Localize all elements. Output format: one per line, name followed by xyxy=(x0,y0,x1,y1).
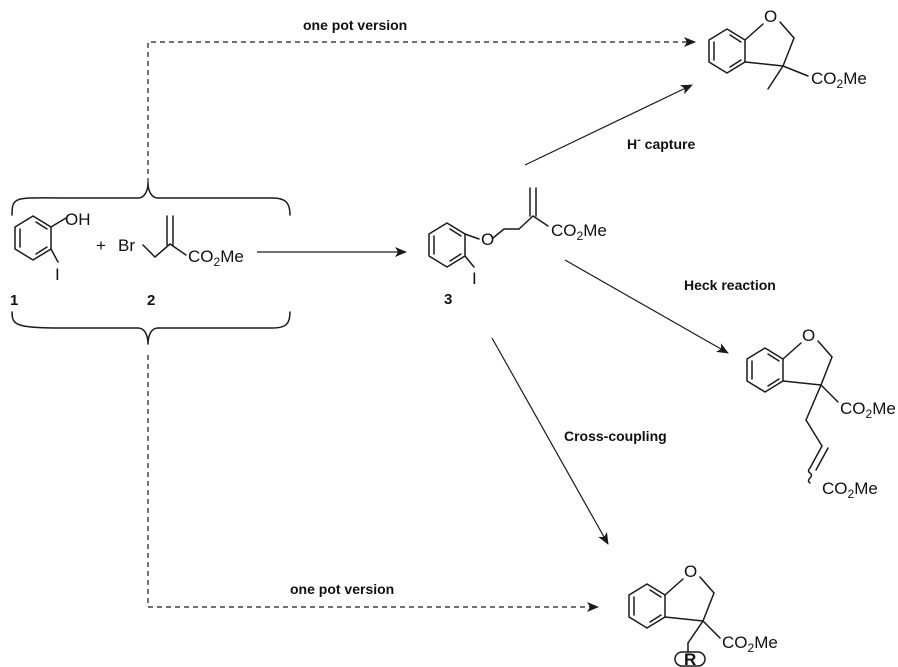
heck-label: Heck reaction xyxy=(684,277,776,293)
bromo-label: Br xyxy=(118,236,135,255)
ester-label-heck-2: CO2Me xyxy=(822,479,878,501)
plus-sign: + xyxy=(96,236,106,255)
h-capture-label: H- capture xyxy=(627,134,695,152)
hydroxyl-label: OH xyxy=(65,210,91,229)
ester-label-3: CO2Me xyxy=(551,221,607,243)
one-pot-arrow-bottom xyxy=(147,355,599,612)
arrow-heck xyxy=(564,259,729,354)
compound-2-structure: Br CO2Me xyxy=(118,215,244,269)
compound-3-structure: O CO2Me I xyxy=(428,187,607,288)
one-pot-label-bottom: one pot version xyxy=(290,581,394,597)
one-pot-label-top: one pot version xyxy=(303,17,407,33)
compound-number-2: 2 xyxy=(147,292,155,309)
ester-label-top: CO2Me xyxy=(811,69,867,91)
furan-oxygen-bottom: O xyxy=(684,562,697,581)
top-brace xyxy=(11,182,291,216)
arrow-h-capture xyxy=(524,84,693,166)
product-heck: O CO2Me CO2Me xyxy=(746,326,896,501)
bottom-brace xyxy=(11,311,291,345)
ester-label-2: CO2Me xyxy=(188,247,244,269)
compound-1-structure: OH I xyxy=(14,210,91,284)
compound-number-1: 1 xyxy=(10,292,18,309)
ether-oxygen-label: O xyxy=(481,230,494,249)
one-pot-arrow-top xyxy=(147,37,696,183)
product-cross-coupling: O CO2Me R xyxy=(628,562,778,667)
r-group-label: R xyxy=(684,650,696,667)
furan-oxygen-heck: O xyxy=(802,326,815,345)
arrow-cross-coupling xyxy=(491,337,609,545)
iodo-label: I xyxy=(55,265,60,284)
iodo-label-3: I xyxy=(472,269,477,288)
r-group-box xyxy=(674,651,706,667)
compound-number-3: 3 xyxy=(444,291,452,308)
product-h-capture: O CO2Me xyxy=(708,7,867,91)
ester-label-bottom: CO2Me xyxy=(722,633,778,655)
furan-oxygen-top: O xyxy=(764,7,777,26)
ester-label-heck: CO2Me xyxy=(840,399,896,421)
cross-coupling-label: Cross-coupling xyxy=(564,428,667,444)
